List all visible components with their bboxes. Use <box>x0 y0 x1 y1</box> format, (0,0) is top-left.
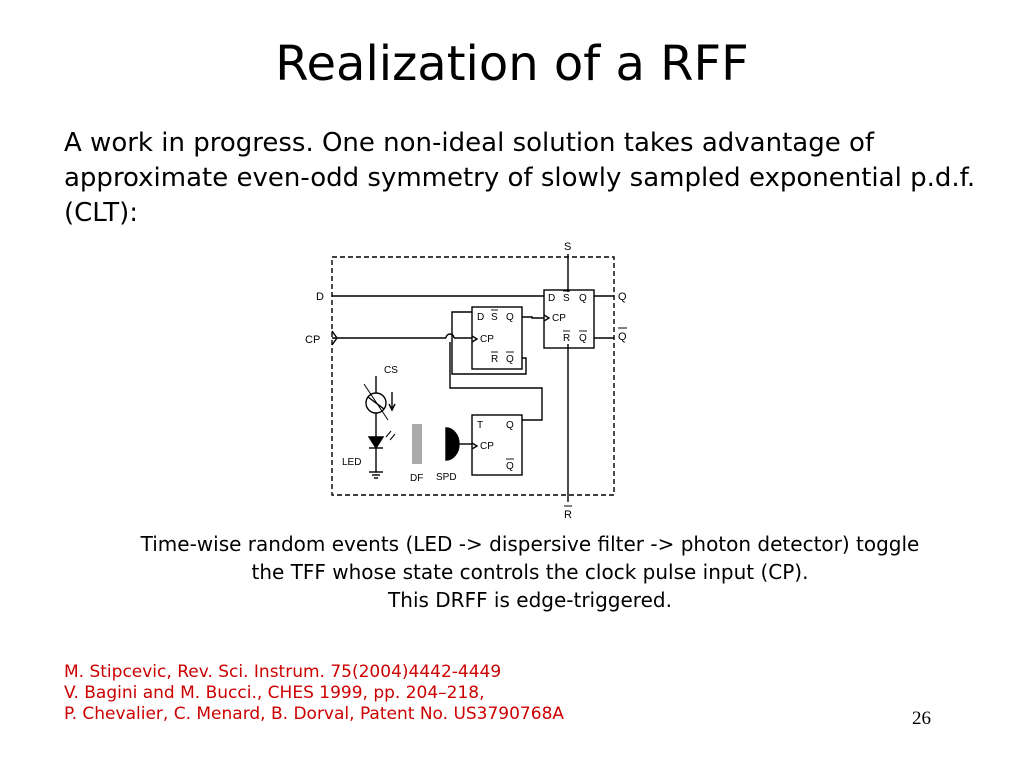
svg-text:Q: Q <box>618 331 627 343</box>
label-qbar-out: Q <box>618 327 627 343</box>
reference-3: P. Chevalier, C. Menard, B. Dorval, Pate… <box>64 704 565 724</box>
svg-text:Q: Q <box>579 293 587 304</box>
svg-text:CP: CP <box>480 334 494 345</box>
caption-line-3: This DRFF is edge-triggered. <box>388 588 672 612</box>
svg-text:T: T <box>477 420 483 431</box>
label-s-top: S <box>564 241 571 253</box>
reference-1: M. Stipcevic, Rev. Sci. Instrum. 75(2004… <box>64 662 502 682</box>
svg-text:SPD: SPD <box>436 472 457 483</box>
svg-text:DF: DF <box>410 473 423 484</box>
toggle-flipflop <box>471 414 523 476</box>
dashed-boundary <box>331 256 615 496</box>
label-d-input: D <box>316 291 324 303</box>
page-number: 26 <box>912 708 931 729</box>
svg-text:LED: LED <box>342 457 361 468</box>
main-flipflop <box>543 289 595 349</box>
caption-line-1: Time-wise random events (LED -> dispersi… <box>140 532 920 556</box>
svg-text:CP: CP <box>480 441 494 452</box>
svg-text:CP: CP <box>552 313 566 324</box>
reference-2: V. Bagini and M. Bucci., CHES 1999, pp. … <box>64 683 485 703</box>
middle-flipflop <box>471 306 523 370</box>
rff-circuit-diagram: S D CP Q Q R D S Q CP R Q D S Q CP R Q <box>305 241 627 521</box>
svg-text:Q: Q <box>506 461 514 472</box>
label-cp-input: CP <box>305 334 320 346</box>
svg-text:S: S <box>563 293 570 304</box>
caption-line-2: the TFF whose state controls the clock p… <box>251 560 809 584</box>
svg-text:D: D <box>548 293 555 304</box>
references: M. Stipcevic, Rev. Sci. Instrum. 75(2004… <box>64 662 564 725</box>
svg-text:Q: Q <box>506 312 514 323</box>
svg-text:Q: Q <box>579 333 587 344</box>
intro-text: A work in progress. One non-ideal soluti… <box>64 128 976 228</box>
label-q-out: Q <box>618 291 627 303</box>
photon-detector <box>445 427 460 461</box>
dispersive-filter <box>412 424 422 464</box>
svg-text:Q: Q <box>506 354 514 365</box>
svg-text:CS: CS <box>384 365 398 376</box>
led-diode <box>367 436 385 450</box>
svg-text:S: S <box>491 312 498 323</box>
svg-text:R: R <box>491 354 498 365</box>
label-rbar-bottom: R <box>564 505 572 521</box>
svg-text:R: R <box>564 509 572 521</box>
svg-text:R: R <box>563 333 570 344</box>
slide-title: Realization of a RFF <box>275 36 749 92</box>
diagram-caption: Time-wise random events (LED -> dispersi… <box>60 530 1000 614</box>
svg-text:D: D <box>477 312 484 323</box>
svg-text:Q: Q <box>506 420 514 431</box>
